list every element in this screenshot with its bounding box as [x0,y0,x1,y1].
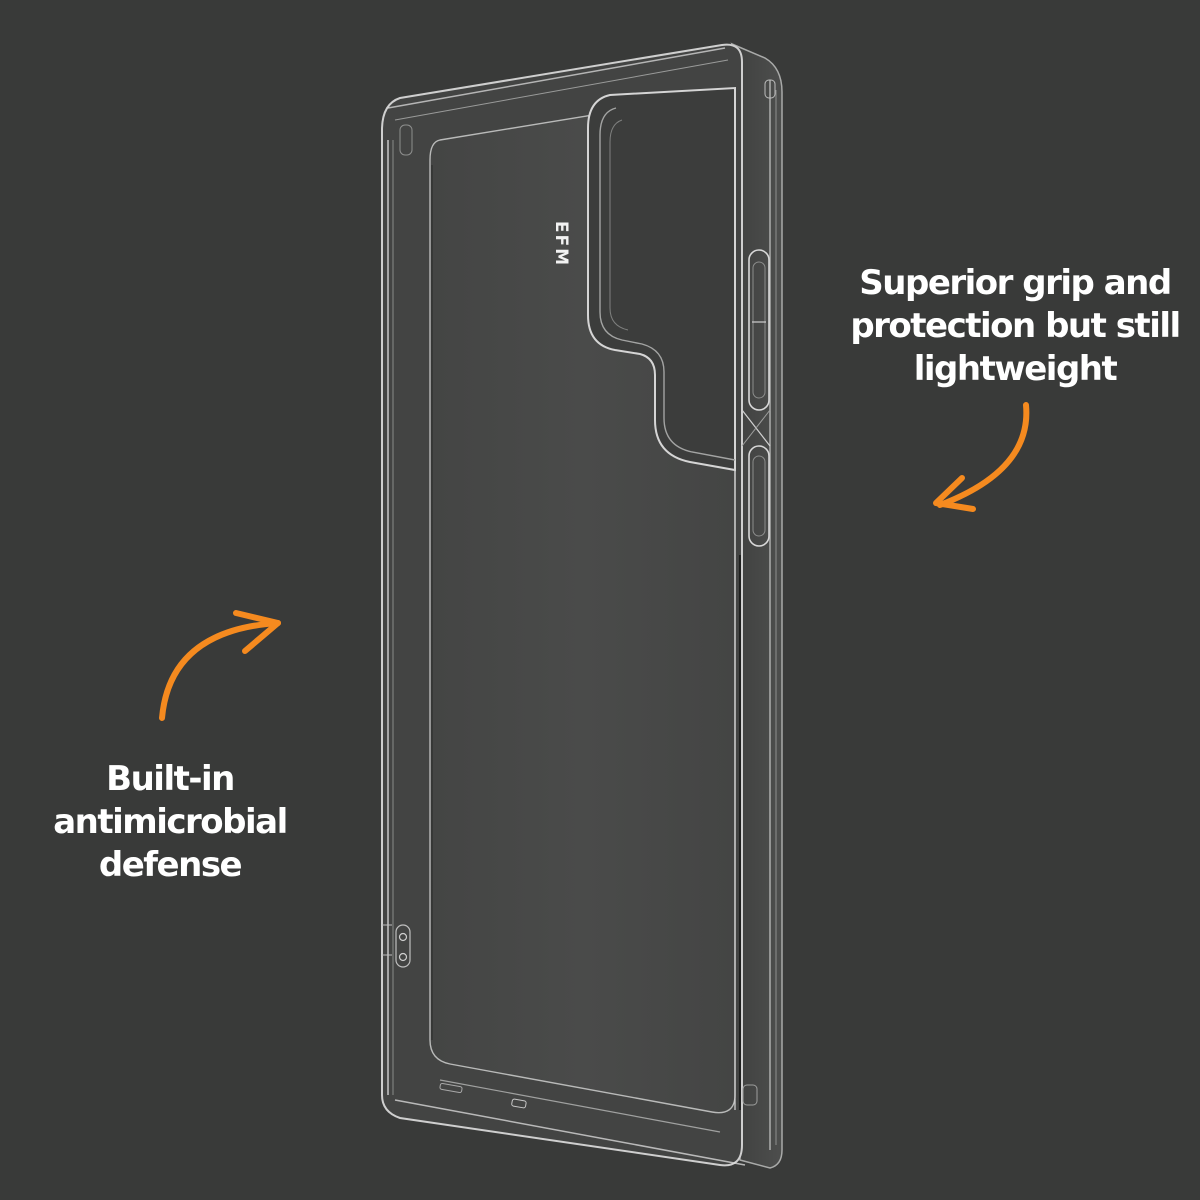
callout-antimicrobial: Built-in antimicrobial defense [30,758,310,887]
brand-logo-text: EFM [551,220,571,268]
callout-line: Superior grip and [859,263,1172,303]
callout-line: lightweight [913,349,1118,389]
callout-line: antimicrobial [53,802,288,842]
callout-grip-protection: Superior grip and protection but still l… [830,262,1200,391]
brand-logo: EFM [549,196,573,292]
callout-line: defense [98,845,243,885]
callout-line: Built-in [106,759,235,799]
callout-line: protection but still [850,306,1181,346]
